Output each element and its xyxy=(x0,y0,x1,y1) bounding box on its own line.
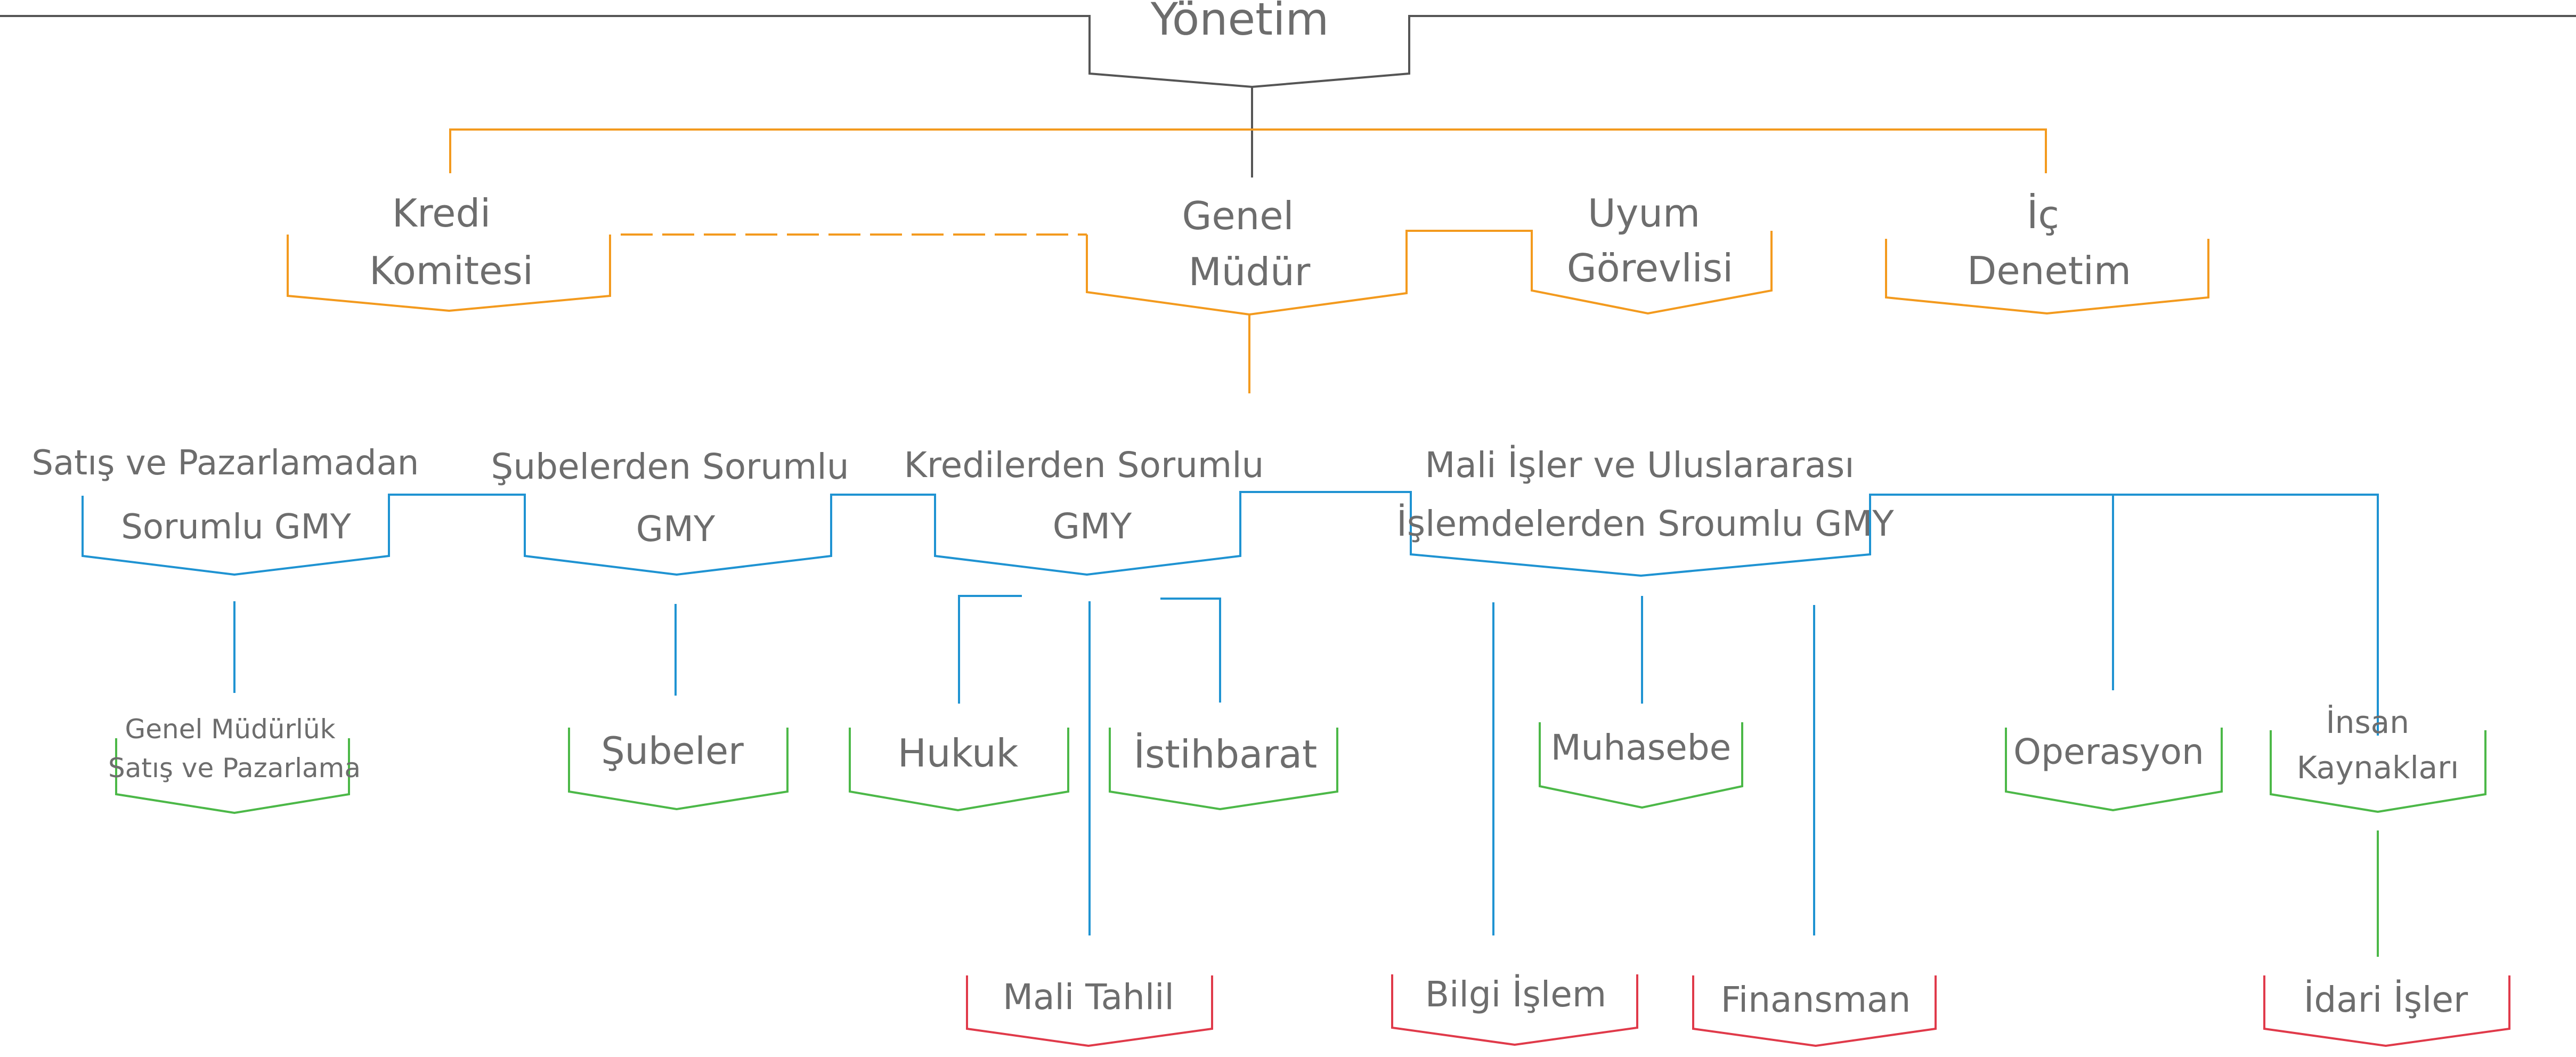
subeler-bracket xyxy=(568,728,789,811)
gmy-mali-line1: Mali İşler ve Uluslararası xyxy=(1425,445,1854,486)
dept-genel-mudurluk-line2: Satış ve Pazarlama xyxy=(108,753,361,784)
genel-mudur-bracket xyxy=(1086,230,1773,316)
gmy-krediler-line2: GMY xyxy=(1053,506,1132,547)
gmy-satis-label: Satış ve Pazarlamadan Sorumlu GMY xyxy=(31,443,429,547)
dept-istihbarat-label: İstihbarat xyxy=(1134,732,1317,777)
genel-mudurluk-bracket xyxy=(115,738,350,814)
sub-connectors xyxy=(966,974,2510,1047)
dept-operasyon-label: Operasyon xyxy=(2013,731,2204,772)
bilgi-islem-bracket xyxy=(1391,974,1638,1046)
hukuk-stem xyxy=(958,595,1022,704)
idari-isler-bracket xyxy=(2263,975,2510,1047)
uyum-gorevlisi-line2: Görevlisi xyxy=(1567,246,1733,291)
ic-denetim-label: İç Denetim xyxy=(1967,192,2131,293)
kredi-komitesi-line2: Komitesi xyxy=(369,248,533,293)
ic-denetim-bracket xyxy=(1885,239,2209,315)
mali-tahlil-label: Mali Tahlil xyxy=(1003,977,1174,1018)
ic-denetim-line1: İç xyxy=(2027,192,2059,237)
level1-labels: Kredi Komitesi Genel Müdür Uyum Görevlis… xyxy=(369,191,2131,294)
istihbarat-bracket xyxy=(1109,728,1338,811)
gmy-satis-line1: Satış ve Pazarlamadan xyxy=(31,443,419,483)
gmy-labels: Satış ve Pazarlamadan Sorumlu GMY Şubele… xyxy=(31,443,1894,550)
mali-tahlil-bracket xyxy=(966,975,1213,1047)
hukuk-bracket xyxy=(849,728,1069,812)
kredi-komitesi-label: Kredi Komitesi xyxy=(369,191,533,293)
gmy-mali-line2: İşlemdelerden Sroumlu GMY xyxy=(1396,503,1894,544)
dept-subeler-label: Şubeler xyxy=(601,729,744,773)
level1-busbar xyxy=(449,128,2047,173)
yonetim-title: Yönetim xyxy=(1150,0,1329,45)
gmy-krediler-label: Kredilerden Sorumlu GMY xyxy=(904,445,1275,547)
sub-labels: Mali Tahlil Bilgi İşlem Finansman İdari … xyxy=(1003,974,2468,1020)
gmy-subeler-line2: GMY xyxy=(636,509,716,550)
insan-kaynaklari-bracket xyxy=(2270,730,2486,813)
genel-mudur-label: Genel Müdür xyxy=(1182,193,1311,294)
gmy-connectors xyxy=(82,491,2379,935)
gmy-subeler-label: Şubelerden Sorumlu GMY xyxy=(491,446,860,550)
dept-insan-kaynaklari-line1: İnsan xyxy=(2326,704,2409,740)
dept-hukuk-label: Hukuk xyxy=(898,731,1019,776)
finansman-bracket xyxy=(1692,975,1937,1047)
uyum-gorevlisi-label: Uyum Görevlisi xyxy=(1567,191,1733,291)
finansman-label: Finansman xyxy=(1721,979,1911,1020)
gmy-chain xyxy=(82,491,2379,736)
genel-mudur-line2: Müdür xyxy=(1189,249,1311,294)
dept-muhasebe-label: Muhasebe xyxy=(1551,727,1732,768)
level1-connectors xyxy=(287,128,2209,393)
top-connectors xyxy=(0,15,2576,177)
gmy-krediler-line1: Kredilerden Sorumlu xyxy=(904,445,1264,486)
kredi-komitesi-line1: Kredi xyxy=(392,191,491,236)
idari-isler-label: İdari İşler xyxy=(2304,979,2468,1020)
kredi-komitesi-bracket xyxy=(287,235,611,312)
gmy-mali-label: Mali İşler ve Uluslararası İşlemdelerden… xyxy=(1396,445,1894,544)
muhasebe-bracket xyxy=(1539,722,1743,809)
dept-genel-mudurluk-label: Genel Müdürlük Satış ve Pazarlama xyxy=(108,714,361,784)
dept-labels: Genel Müdürlük Satış ve Pazarlama Şubele… xyxy=(108,704,2459,786)
dept-genel-mudurluk-line1: Genel Müdürlük xyxy=(125,714,336,745)
istihbarat-stem xyxy=(1160,598,1221,703)
gmy-subeler-line1: Şubelerden Sorumlu xyxy=(491,446,849,487)
bilgi-islem-label: Bilgi İşlem xyxy=(1425,974,1606,1015)
genel-mudur-line1: Genel xyxy=(1182,193,1294,238)
dept-insan-kaynaklari-line2: Kaynakları xyxy=(2297,749,2459,786)
uyum-gorevlisi-line1: Uyum xyxy=(1588,191,1700,236)
operasyon-bracket xyxy=(2005,728,2223,812)
dept-connectors xyxy=(115,722,2486,957)
dept-insan-kaynaklari-label: İnsan Kaynakları xyxy=(2297,704,2459,786)
gmy-satis-line2: Sorumlu GMY xyxy=(121,507,352,547)
ic-denetim-line2: Denetim xyxy=(1967,248,2131,293)
